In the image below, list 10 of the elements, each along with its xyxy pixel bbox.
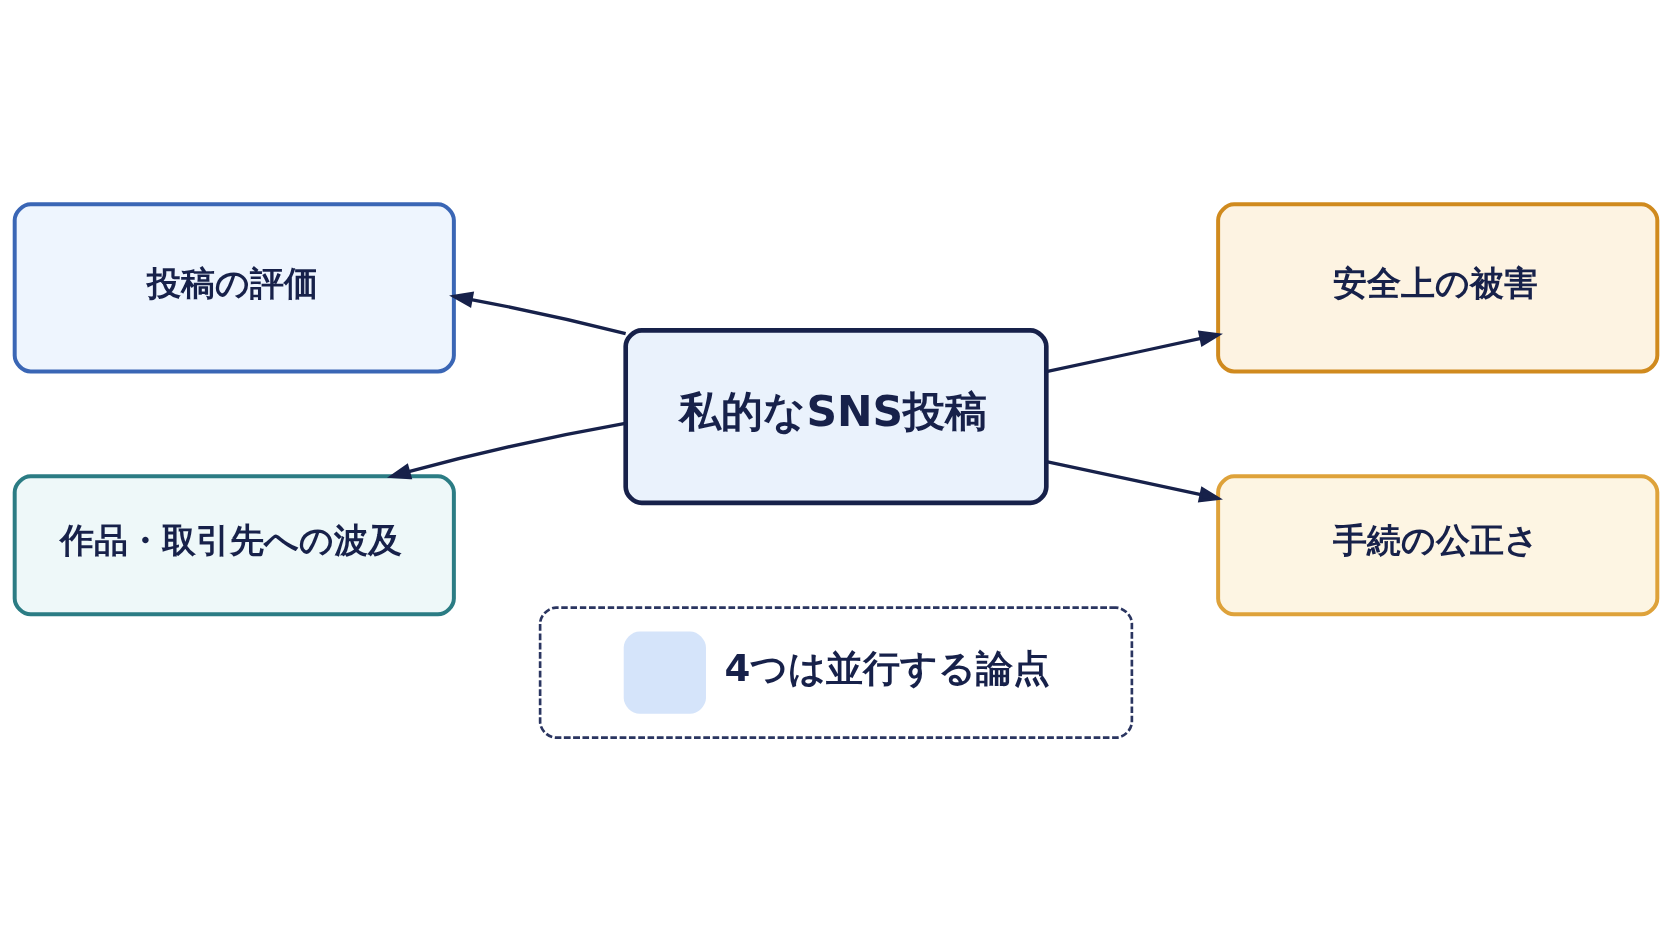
arrow xyxy=(449,291,627,335)
arrow xyxy=(1046,459,1223,503)
arrow xyxy=(1046,330,1223,373)
arrow xyxy=(387,421,626,479)
node-box: 投稿の評価 xyxy=(12,201,456,373)
node-box: 安全上の被害 xyxy=(1216,201,1660,373)
node-box: 私的なSNS投稿 xyxy=(623,327,1049,505)
node-box: 手続の公正さ xyxy=(1216,473,1660,616)
node-box: 4つは並行する論点 xyxy=(538,605,1134,739)
node-box: 作品・取引先への波及 xyxy=(12,473,456,616)
